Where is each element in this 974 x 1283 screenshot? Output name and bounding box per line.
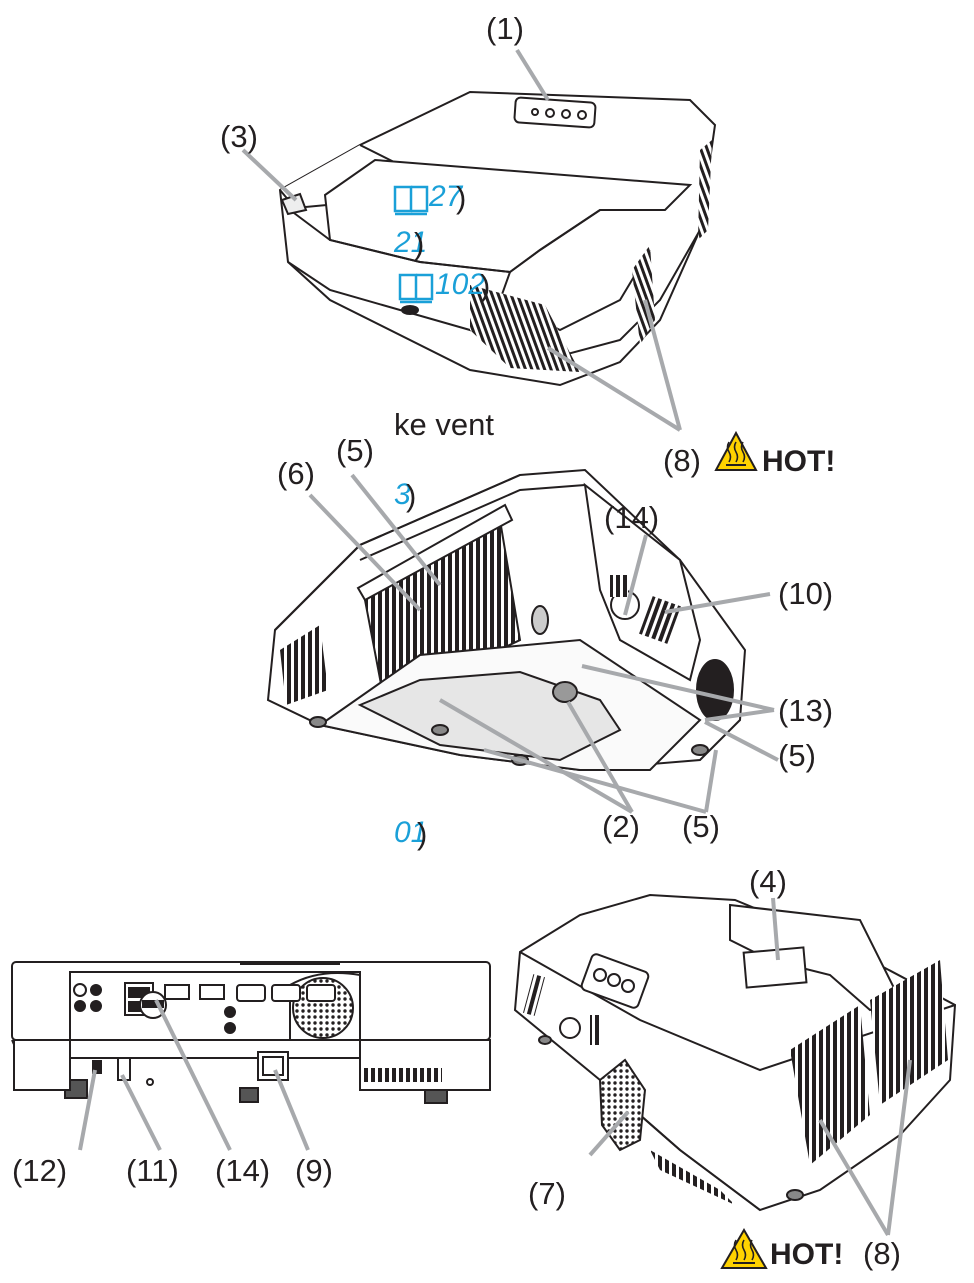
callout-8-top: (8) [663,443,701,478]
page-reference-102-number: 102 [435,268,486,301]
intake-vent-text: ke vent [394,407,494,442]
callout-3: (3) [220,119,258,154]
hot-label-top: HOT! [762,445,836,478]
callout-5-right: (5) [778,738,816,773]
callout-9: (9) [295,1153,333,1188]
page-reference-27: 27 [429,182,462,212]
reference-close-paren: ) [480,268,491,303]
projector-top-view [278,90,717,387]
callout-8-bottom: (8) [863,1236,901,1271]
book-icon [398,273,434,304]
callout-4: (4) [749,864,787,899]
reference-close-paren: ) [406,478,417,513]
page-reference-01: 01 [394,818,427,848]
callout-1: (1) [486,11,524,46]
hot-surface-warning-icon [720,1228,768,1269]
page-reference-01-number: 01 [394,816,428,849]
callout-14-bottom-view: (14) [604,500,660,535]
page-reference-102: 102 [435,270,485,300]
hot-surface-warning-icon [714,430,758,471]
callout-11: (11) [126,1153,179,1188]
callout-14-rear-view: (14) [215,1153,271,1188]
page-reference-21-number: 21 [394,226,428,259]
callout-5-top: (5) [336,433,374,468]
callout-2: (2) [602,809,640,844]
reference-close-paren: ) [414,226,425,261]
book-icon [393,185,429,216]
projector-rear-view [11,961,491,1104]
callout-12: (12) [12,1153,68,1188]
callout-7: (7) [528,1176,566,1211]
leader-lines [78,48,912,1237]
callout-13: (13) [778,693,834,728]
page-reference-partial-number: 3 [394,478,411,511]
projector-bottom-view [266,468,747,772]
page-reference-27-number: 27 [429,180,463,213]
page-reference-21: 21 [394,228,427,258]
callout-10: (10) [778,576,834,611]
projector-rear-iso-view [513,893,957,1212]
page-reference-partial: 3 [394,480,411,510]
callout-5-bottom: (5) [682,809,720,844]
hot-label-bottom: HOT! [770,1238,844,1271]
reference-close-paren: ) [456,180,467,215]
callout-6: (6) [277,456,315,491]
reference-close-paren: ) [417,816,428,851]
